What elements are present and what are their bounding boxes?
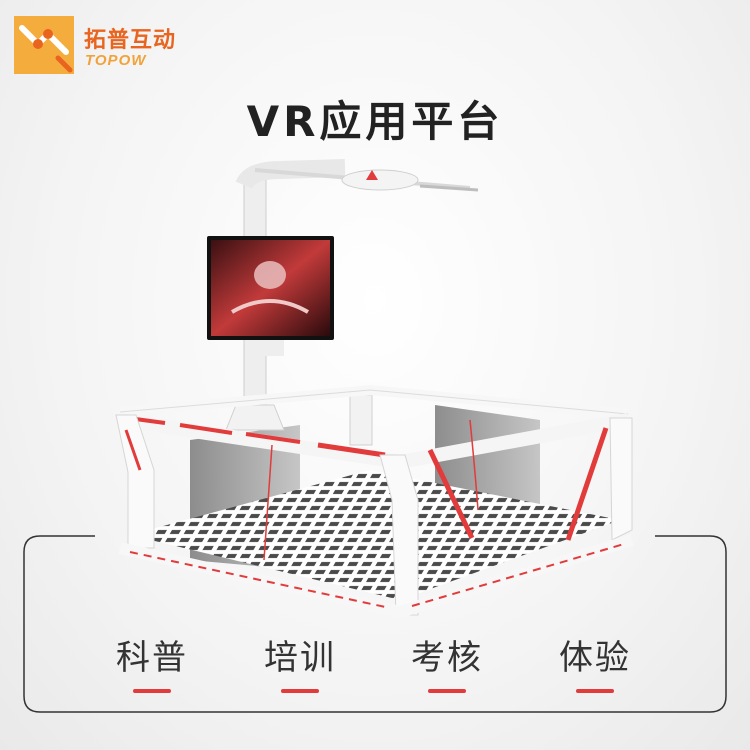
feature-item: 科普 [97, 630, 207, 693]
feature-label: 科普 [116, 638, 188, 678]
floor-grate [130, 470, 620, 600]
topow-logo-icon [14, 16, 74, 74]
feature-underline [133, 689, 171, 693]
corner-post-front [379, 454, 419, 616]
feature-label: 考核 [411, 638, 483, 678]
tracking-hub [341, 169, 419, 191]
corner-post-right [609, 417, 633, 541]
feature-label: 培训 [264, 638, 336, 678]
feature-item: 体验 [540, 630, 650, 693]
feature-item: 考核 [392, 630, 502, 693]
corner-post-left [115, 414, 155, 549]
page-title: VR应用平台 [246, 97, 504, 146]
feature-underline [576, 689, 614, 693]
feature-underline [281, 689, 319, 693]
brand-logo: 拓普互动 TOPOW [14, 14, 184, 76]
feature-item: 培训 [245, 630, 355, 693]
brand-name-en: TOPOW [85, 52, 147, 69]
brand-name-cn: 拓普互动 [84, 28, 177, 53]
feature-list: 科普 培训 考核 体验 [0, 630, 750, 700]
feature-underline [428, 689, 466, 693]
feature-label: 体验 [559, 638, 631, 678]
